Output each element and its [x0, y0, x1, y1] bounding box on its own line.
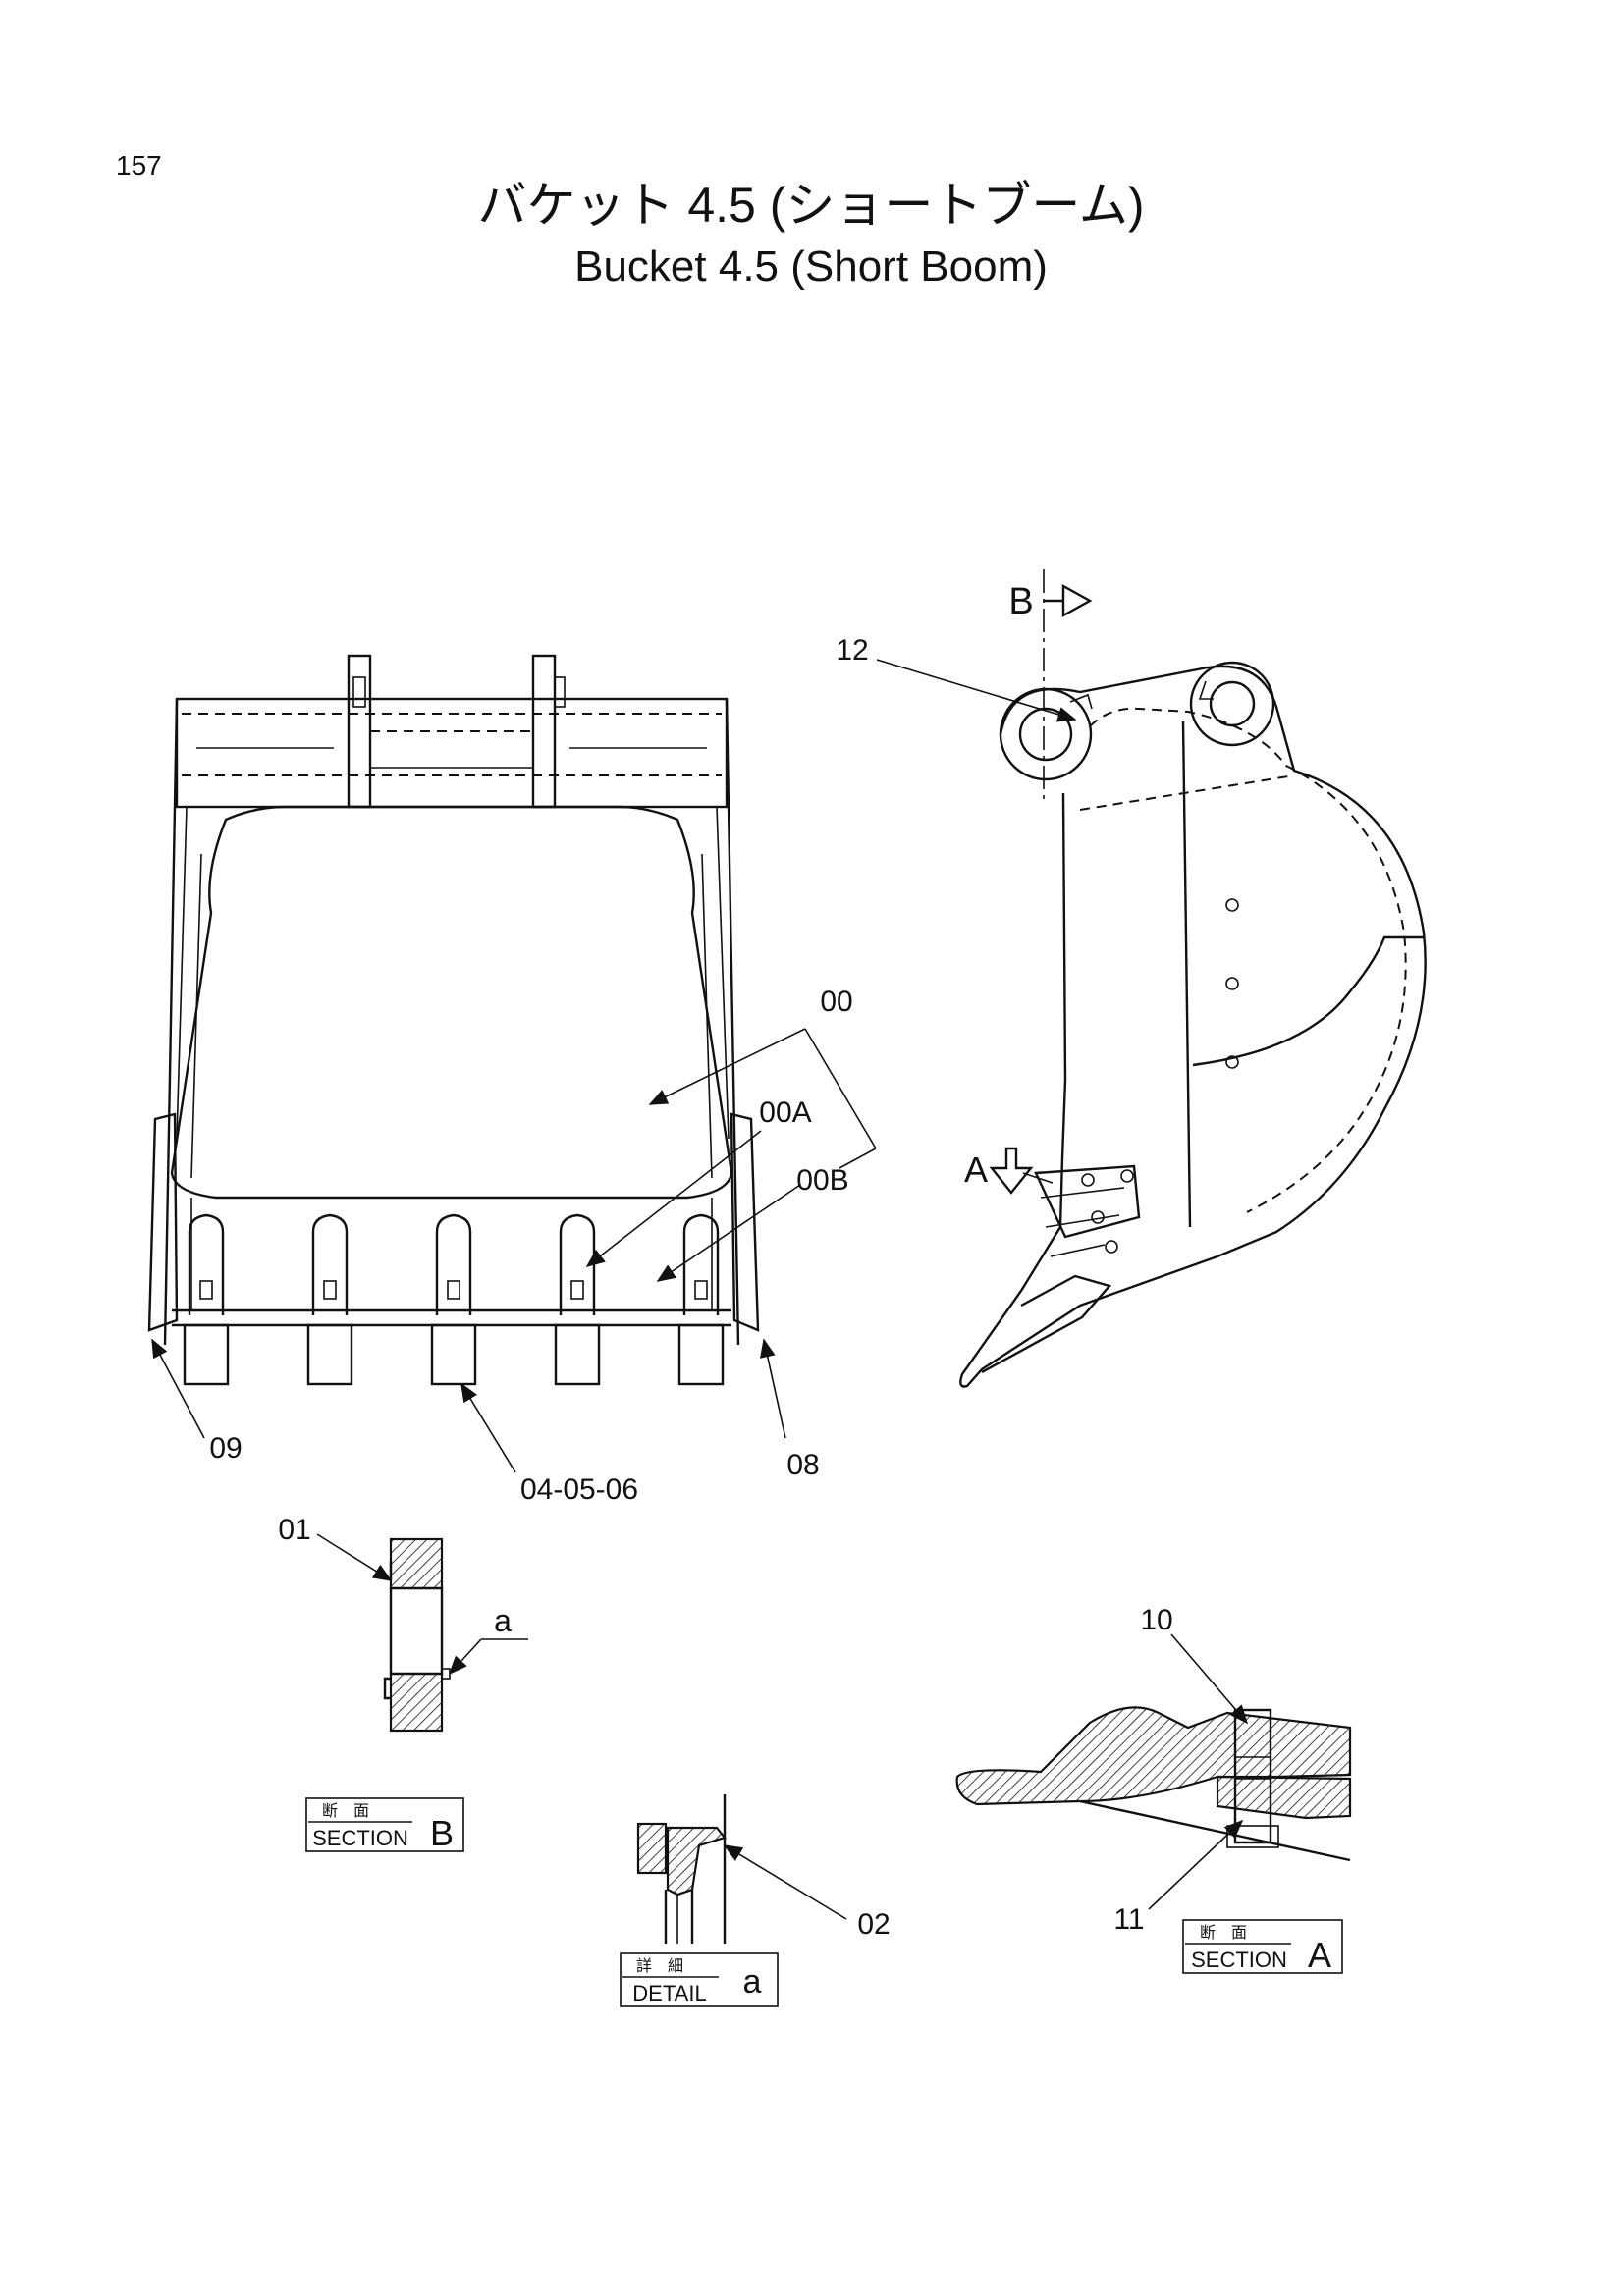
callout-12: 12	[836, 634, 868, 667]
callout-11: 11	[1113, 1903, 1144, 1936]
title-japanese: バケット 4.5 (ショートブーム)	[477, 178, 1144, 233]
front-view-leaders	[151, 1028, 877, 1473]
section-b-en: SECTION	[312, 1826, 408, 1850]
callout-00a: 00A	[759, 1096, 811, 1129]
page-number: 157	[116, 150, 162, 181]
detail-a-letter: a	[743, 1963, 762, 2001]
callout-a-detail: a	[494, 1603, 512, 1638]
callout-00: 00	[820, 986, 852, 1018]
section-a-view	[955, 1706, 1352, 1862]
detail-a-en: DETAIL	[632, 1981, 706, 2005]
detail-a-label: 詳 細 DETAIL a	[620, 1952, 779, 2007]
tooth	[554, 1213, 601, 1386]
section-a-label: 断 面 SECTION A	[1182, 1919, 1343, 1975]
bucket-front-view	[147, 654, 760, 1346]
detail-a-jp: 詳 細	[636, 1957, 683, 1975]
callout-01: 01	[278, 1514, 310, 1546]
tooth	[430, 1213, 477, 1386]
section-b-label: 断 面 SECTION B	[305, 1797, 464, 1853]
callout-10: 10	[1140, 1604, 1172, 1636]
callout-08: 08	[786, 1449, 819, 1481]
tooth	[677, 1213, 725, 1386]
section-b-jp: 断 面	[322, 1802, 369, 1820]
section-b-view	[383, 1537, 451, 1733]
tooth	[306, 1213, 353, 1386]
detail-a-view	[636, 1794, 727, 1944]
callout-a-view: A	[964, 1149, 988, 1190]
callout-09: 09	[209, 1432, 242, 1465]
bucket-teeth	[183, 1213, 725, 1386]
tooth	[183, 1213, 230, 1386]
callout-b-view: B	[1008, 581, 1033, 622]
callout-00b: 00B	[796, 1164, 848, 1197]
section-a-en: SECTION	[1191, 1948, 1287, 1972]
bucket-side-view	[959, 569, 1427, 1388]
callout-04-05-06: 04-05-06	[520, 1473, 638, 1506]
title-english: Bucket 4.5 (Short Boom)	[574, 242, 1048, 291]
callout-02: 02	[857, 1908, 890, 1941]
section-a-letter: A	[1308, 1935, 1331, 1975]
section-a-jp: 断 面	[1200, 1924, 1247, 1942]
section-b-letter: B	[430, 1813, 454, 1853]
